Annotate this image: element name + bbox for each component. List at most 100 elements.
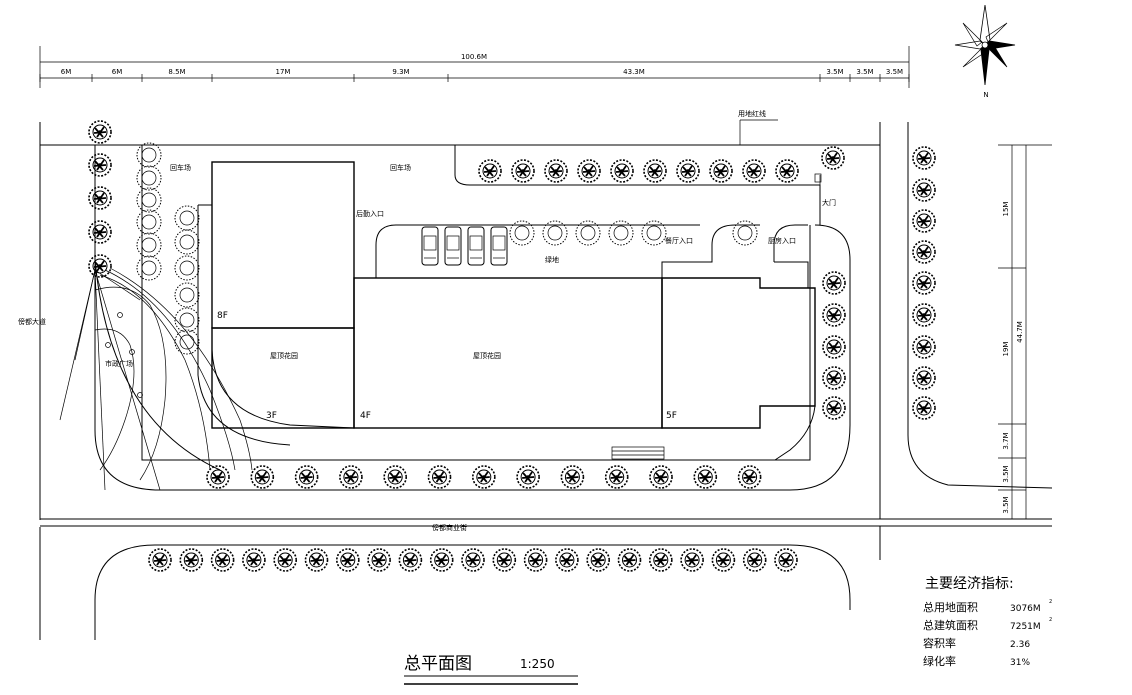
dim-right-seg-2: 19M	[1002, 342, 1010, 357]
dim-top-seg-7: 3.5M	[826, 68, 843, 76]
north-arrow: N	[954, 4, 1016, 99]
tree-icon	[822, 396, 846, 420]
tree-icon	[912, 271, 936, 295]
shrub-icon	[136, 209, 162, 235]
indicator-label-3: 容积率	[923, 636, 956, 650]
car-icon	[490, 226, 508, 266]
tree-icon	[427, 465, 452, 489]
tree-icon	[742, 159, 766, 183]
tree-icon	[511, 159, 535, 183]
economic-indicators: 主要经济指标: 总用地面积 3076M 2 总建筑面积 7251M 2 容积率 …	[923, 576, 1052, 668]
tree-icon	[617, 548, 642, 572]
dim-top-seg-2: 6M	[112, 68, 123, 76]
label-floor-5f: 5F	[666, 411, 677, 421]
tree-icon	[912, 178, 936, 202]
site-kerbs	[94, 145, 851, 491]
indicator-sup-2: 2	[1049, 617, 1052, 623]
tree-icon	[544, 159, 568, 183]
tree-icon	[604, 465, 629, 489]
shrub-icon	[174, 282, 200, 308]
dim-right-total: 44.7M	[1016, 321, 1024, 343]
tree-icon	[577, 159, 601, 183]
tree-icon	[648, 548, 673, 572]
label-parking-2: 回车场	[390, 163, 411, 172]
tree-icon	[774, 548, 798, 572]
tree-icon	[676, 159, 700, 183]
dim-top-seg-9: 3.5M	[886, 68, 903, 76]
label-road-west: 傍都大道	[18, 317, 46, 326]
drawing-title: 总平面图	[404, 654, 472, 674]
tree-icon	[560, 465, 585, 489]
tree-icon	[461, 548, 485, 572]
tree-symbols	[88, 120, 936, 572]
shrub-icon	[136, 187, 162, 213]
tree-icon	[492, 548, 517, 572]
dim-right-seg-3: 3.7M	[1002, 432, 1010, 449]
tree-icon	[179, 548, 204, 572]
tree-icon	[737, 465, 762, 489]
tree-icon	[398, 548, 423, 572]
shrub-icon	[174, 307, 200, 333]
tree-icon	[555, 548, 579, 572]
tree-icon	[742, 548, 767, 572]
tree-icon	[523, 548, 548, 572]
tree-icon	[912, 146, 936, 170]
label-floor-3f: 3F	[266, 411, 277, 421]
dim-top-seg-4: 17M	[276, 68, 291, 76]
shrub-icon	[136, 142, 162, 168]
tree-icon	[250, 465, 275, 489]
shrub-icon	[136, 165, 162, 191]
dim-top-seg-5: 9.3M	[392, 68, 409, 76]
building-outline	[197, 161, 816, 461]
label-road-south: 傍都商业街	[432, 523, 467, 532]
shrub-icon	[174, 229, 200, 255]
dim-top-seg-3: 8.5M	[168, 68, 185, 76]
tree-icon	[88, 220, 112, 244]
tree-icon	[822, 366, 846, 390]
label-main-gate: 大门	[822, 198, 836, 207]
tree-icon	[912, 396, 936, 420]
parked-cars	[421, 226, 508, 266]
dim-top-total: 100.6M	[461, 53, 487, 61]
indicator-label-4: 绿化率	[923, 654, 956, 668]
label-floor-8f: 8F	[217, 311, 228, 321]
tree-icon	[649, 465, 673, 489]
tree-icon	[148, 548, 172, 572]
label-kitchen-entrance: 厨房入口	[768, 236, 796, 245]
tree-icon	[912, 366, 936, 390]
label-floor-4f: 4F	[360, 411, 371, 421]
plaza-fan-pattern	[59, 259, 253, 491]
label-hall-entrance: 餐厅入口	[665, 236, 693, 245]
tree-icon	[912, 209, 936, 233]
tree-icon	[338, 465, 363, 489]
dim-top-seg-6: 43.3M	[623, 68, 645, 76]
tree-icon	[709, 159, 733, 183]
car-icon	[467, 226, 485, 266]
tree-icon	[680, 548, 704, 572]
dim-top-seg-1: 6M	[61, 68, 72, 76]
right-dimension-chain: 44.7M 15M 19M 3.7M 3.5M 3.5M	[998, 144, 1052, 520]
shrub-icon	[136, 255, 162, 281]
tree-icon	[429, 548, 454, 572]
tree-icon	[693, 465, 718, 489]
tree-icon	[822, 335, 846, 359]
indicator-value-2: 7251M	[1010, 622, 1041, 632]
label-roof-garden-2: 屋顶花园	[473, 351, 501, 360]
tree-icon	[912, 335, 936, 359]
dim-right-seg-5: 3.5M	[1002, 496, 1010, 513]
drawing-title-block: 总平面图 1:250	[404, 654, 578, 685]
tree-icon	[610, 159, 634, 183]
indicator-label-2: 总建筑面积	[923, 618, 978, 632]
tree-icon	[478, 159, 502, 183]
label-parking-1: 回车场	[170, 163, 191, 172]
tree-icon	[335, 548, 360, 572]
tree-icon	[273, 548, 298, 572]
tree-icon	[586, 548, 611, 572]
north-label: N	[983, 91, 988, 99]
tree-icon	[210, 548, 235, 572]
shrub-icon	[174, 205, 200, 231]
tree-icon	[304, 548, 329, 572]
tree-icon	[912, 303, 936, 327]
